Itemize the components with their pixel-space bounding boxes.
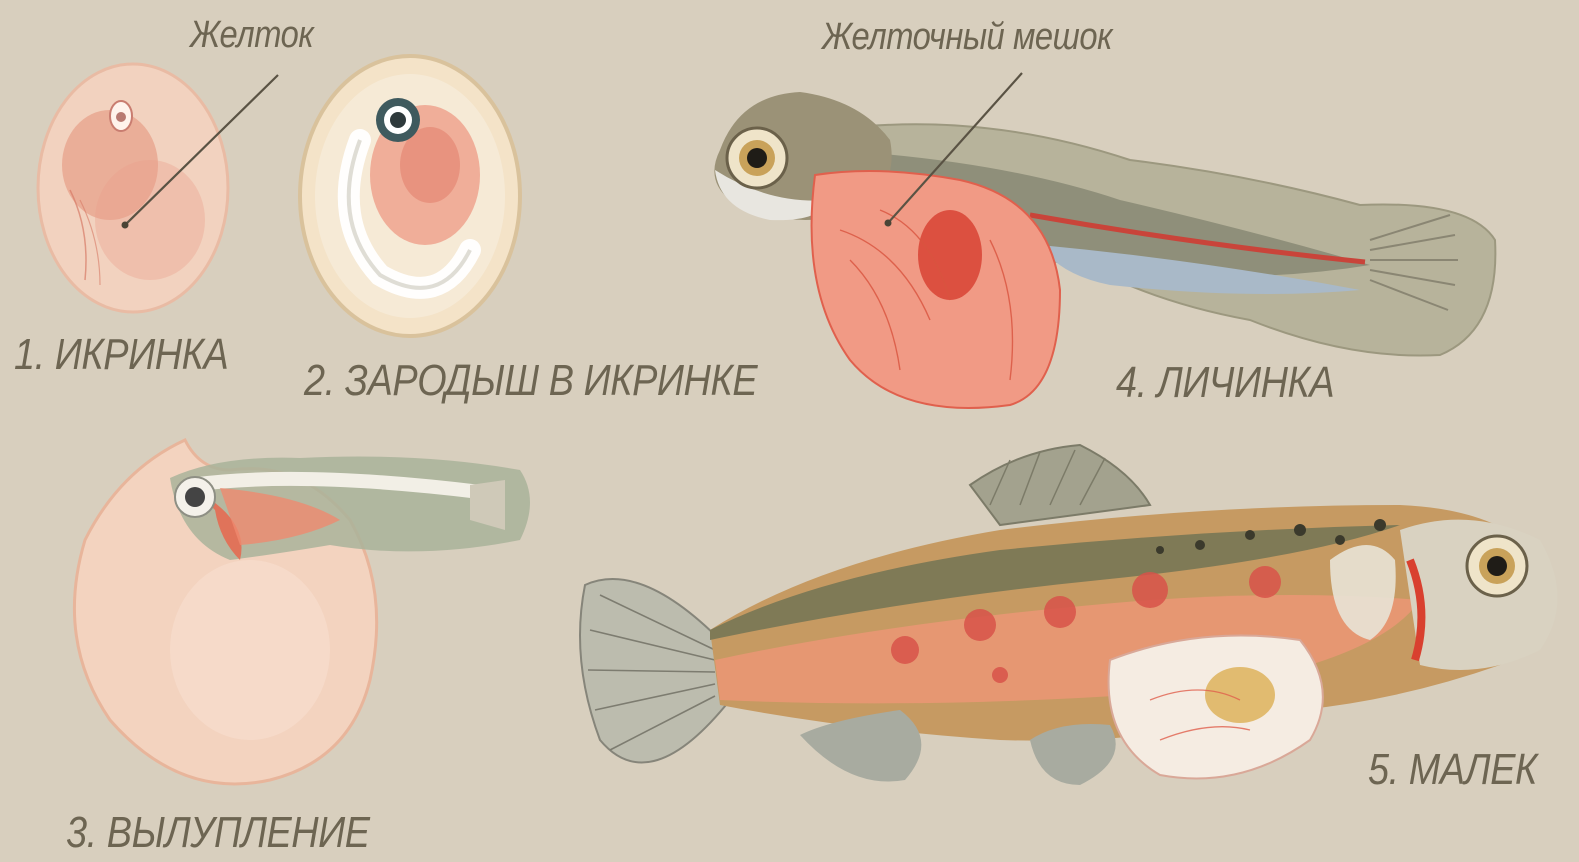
embryo-in-egg-illustration <box>300 56 520 336</box>
fry-illustration <box>580 445 1558 785</box>
egg-illustration <box>38 64 228 312</box>
larva-illustration <box>714 92 1495 408</box>
yolk-annotation: Желток <box>190 14 313 57</box>
stage-label-fry: 5. МАЛЕК <box>1368 745 1537 795</box>
stage-label-embryo-in-egg: 2. ЗАРОДЫШ В ИКРИНКЕ <box>304 356 757 406</box>
stage-label-egg: 1. ИКРИНКА <box>14 330 228 380</box>
stage-label-hatching: 3. ВЫЛУПЛЕНИЕ <box>66 808 370 858</box>
hatching-illustration <box>74 440 530 784</box>
yolk-sac-annotation: Желточный мешок <box>822 16 1112 59</box>
stage-label-larva: 4. ЛИЧИНКА <box>1116 358 1334 408</box>
